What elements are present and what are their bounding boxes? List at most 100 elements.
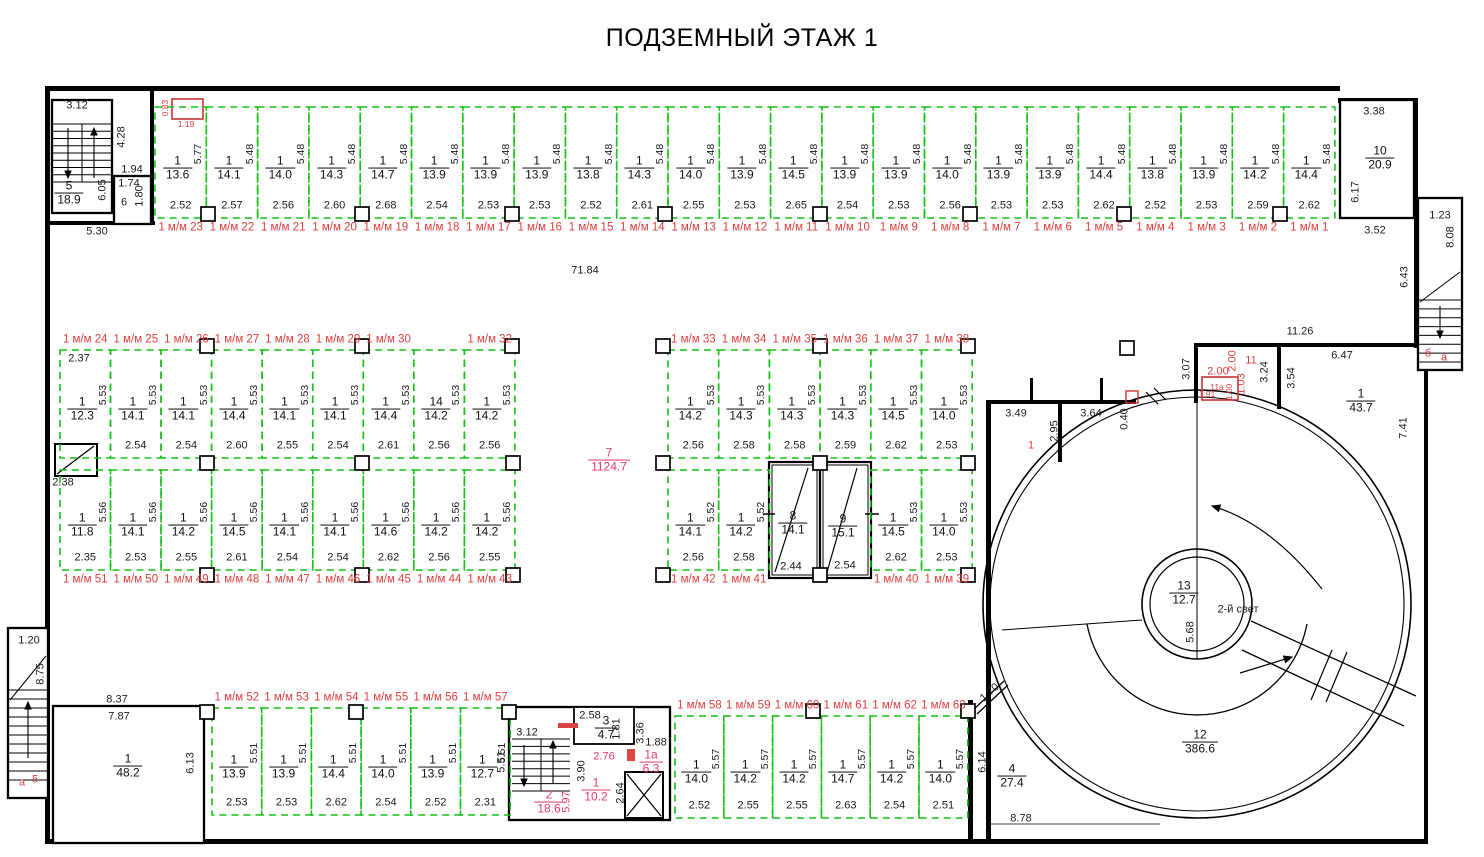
parking-stall-outline [920,469,974,571]
stall-id-label: 1 м/м 42 [671,573,716,586]
stall-id-label: 1 м/м 61 [823,699,869,712]
stall-width-dim: 2.55 [682,199,705,212]
stall-id-label: 1 м/м 29 [315,333,361,346]
stall-depth-dim: 5.48 [1166,143,1179,164]
stall-width-dim: 2.52 [1144,199,1167,212]
stall-id-label: 1 м/м 49 [164,573,209,586]
dim-label-bl_613: 6.13 [184,752,197,774]
stall-width-dim: 2.58 [784,439,806,452]
parking-stall-outline [717,469,771,571]
parking-stall-outline [463,349,516,459]
dim-label-z_878: 8.78 [1010,812,1032,825]
stall-width-dim: 2.54 [375,796,397,809]
parking-stall-outline [308,106,361,219]
dim-label-tl_605: 6.05 [96,179,109,201]
dim-label-z191: 1.91 [1198,388,1216,399]
parking-stall-outline [260,707,313,816]
stall-id-label: 1 м/м 52 [214,691,260,704]
dim-label-tl_174: 1.74 [118,177,140,190]
stall-width-dim: 2.56 [428,439,450,452]
dim-label-z_1126: 11.26 [1286,325,1314,338]
stall-width-dim: 2.55 [175,551,198,564]
stall-depth-dim: 5.51 [297,742,310,764]
dim-label-rs_643: 6.43 [1398,266,1411,288]
structural-column [960,567,976,583]
stall-id-label: 1 м/м 60 [774,699,820,712]
dim-label-r10_338: 3.38 [1363,105,1385,118]
stall-width-dim: 2.58 [733,551,755,564]
stall-width-dim: 2.54 [883,799,906,812]
stall-depth-dim: 5.53 [957,501,970,523]
stall-width-dim: 2.62 [377,551,400,564]
parking-stall-outline [360,707,412,816]
stall-depth-dim: 5.53 [450,385,463,406]
stall-depth-dim: 5.57 [709,748,722,770]
structural-column [199,567,215,583]
stall-depth-dim: 5.53 [349,385,362,406]
parking-stall-outline [667,469,720,571]
stall-width-dim: 2.53 [1042,199,1064,212]
stall-width-dim: 2.52 [688,799,711,812]
stall-depth-dim: 5.52 [755,501,768,523]
parking-stall-outline [160,349,213,459]
parking-stall-outline [821,106,875,219]
stall-depth-dim: 5.48 [705,143,718,164]
stall-id-label: 1 м/м 18 [414,221,460,234]
stall-id-label: 1 м/м 28 [265,333,310,346]
stall-width-dim: 2.53 [477,199,500,212]
stall-id-label: 1 м/м 63 [921,699,966,712]
dim-label-r8_244: 2.44 [780,560,802,573]
dim-label-bm_258: 2.58 [579,709,601,722]
stall-depth-dim: 5.53 [907,501,920,523]
stall-depth-dim: 5.48 [1218,143,1231,164]
ramp-linework [56,387,1417,825]
parking-stall-outline [59,349,112,459]
parking-stall-outline [869,715,920,819]
parking-stall-outline [362,349,415,459]
stall-id-label: 1 м/м 30 [366,333,411,346]
dim-label-tl_6: 6 [120,196,128,209]
structural-column [812,567,828,583]
dim-label-bl_120: 1.20 [18,634,40,647]
structural-column [505,455,521,471]
stall-depth-dim: 5.53 [197,385,210,406]
stall-id-label: 1 м/м 56 [413,691,458,704]
stall-width-dim: 2.52 [580,199,602,212]
stair-diagonal [1419,271,1461,303]
parking-stall-outline [412,349,466,459]
stall-id-label: 1 м/м 58 [677,699,722,712]
dim-label-r11: 11 [1245,354,1257,367]
stall-id-label: 1 м/м 59 [725,699,771,712]
structural-column [505,567,521,583]
stall-id-label: 1 м/м 54 [313,691,359,704]
stall-width-dim: 2.53 [990,199,1013,212]
stall-id-label: 1 м/м 8 [931,221,970,234]
stall-width-dim: 2.55 [276,439,299,452]
stall-id-label: 1 м/м 19 [363,221,409,234]
stall-width-dim: 2.62 [1093,199,1115,212]
stall-width-dim: 2.62 [885,439,907,452]
stall-depth-dim: 5.48 [756,143,769,164]
dim-label-bl_787: 7.87 [108,710,130,723]
stall-id-label: 1 м/м 26 [164,333,209,346]
stall-width-dim: 2.62 [325,796,347,809]
stall-id-label: 1 м/м 16 [517,221,563,234]
dim-label-zred1: 1 [1027,439,1035,452]
stall-width-dim: 2.61 [377,439,400,452]
dim-label-rs_a: а [1440,351,1448,364]
